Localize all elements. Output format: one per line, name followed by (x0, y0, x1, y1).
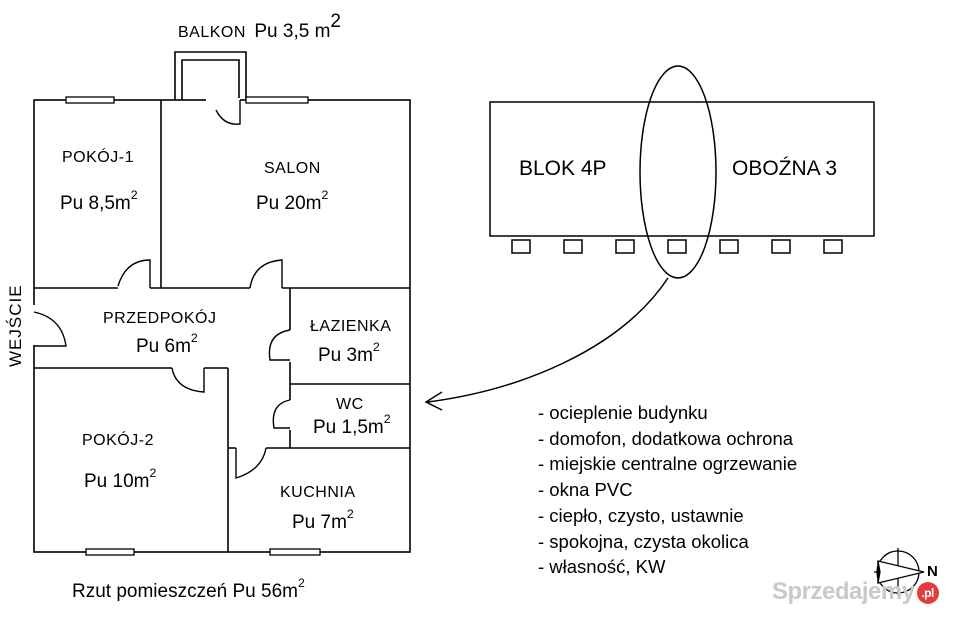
balcony-outline (174, 51, 247, 100)
entrance-stub (511, 239, 531, 254)
area-unit-sup: 2 (383, 412, 391, 427)
door-balcony (215, 100, 241, 125)
highlight-ellipse (639, 65, 717, 279)
room-area-przedpokoj: Pu 6m2 (136, 331, 198, 357)
area-unit-sup: 2 (298, 576, 305, 591)
door-salon (249, 259, 283, 289)
door-entrance (33, 311, 67, 347)
door-bathroom (268, 329, 291, 361)
building-outline (489, 101, 875, 237)
balcony-label: BALKON Pu 3,5 m2 (178, 12, 341, 42)
balcony-name: BALKON (178, 24, 246, 41)
room-area-pokoj1: Pu 8,5m2 (60, 188, 138, 214)
entrance-label: WEJŚCIE (6, 284, 25, 367)
feature-item: - ocieplenie budynku (538, 402, 708, 423)
window (65, 96, 115, 104)
compass-icon (874, 548, 925, 596)
entrance-stub (667, 239, 687, 254)
window (269, 548, 321, 556)
door-room1 (117, 259, 151, 288)
floor-plan-caption: Rzut pomieszczeń Pu 56m2 (72, 576, 305, 602)
window (85, 548, 135, 556)
door-swings (33, 100, 291, 479)
door-openings (32, 98, 292, 450)
feature-item: - domofon, dodatkowa ochrona (538, 427, 794, 449)
area-unit-sup: 2 (149, 466, 157, 481)
door-kitchen (235, 447, 267, 479)
building-label-left: BLOK 4P (519, 157, 607, 180)
room-name-wc: WC (336, 396, 364, 413)
entrance-stub (563, 239, 583, 254)
room-area-wc: Pu 1,5m2 (313, 412, 391, 438)
entrance-stub (615, 239, 635, 254)
room-name-przedpokoj: PRZEDPOKÓJ (103, 310, 217, 327)
window (245, 96, 309, 104)
building-label-right: OBOŹNA 3 (732, 157, 838, 180)
room-name-pokoj1: POKÓJ-1 (62, 149, 134, 166)
balcony-inner-outline (181, 59, 240, 100)
compass-north-label: N (927, 563, 938, 580)
feature-item: - miejskie centralne ogrzewanie (538, 453, 798, 475)
area-unit-sup: 2 (372, 340, 380, 355)
room-area-kuchnia: Pu 7m2 (292, 507, 354, 533)
room-name-pokoj2: POKÓJ-2 (82, 432, 154, 449)
entrance-stub (771, 239, 791, 254)
arrow-head (424, 391, 443, 411)
area-unit-sup: 2 (346, 507, 354, 522)
feature-item: - okna PVC (538, 479, 633, 501)
building-block (424, 65, 875, 411)
balcony-area: Pu 3,5 m (254, 21, 331, 42)
feature-item: - ciepło, czysto, ustawnie (538, 504, 744, 526)
area-unit-sup: 2 (330, 10, 341, 32)
windows (65, 96, 321, 556)
room-name-lazienka: ŁAZIENKA (310, 318, 392, 335)
watermark-logo: Sprzedajemy.pl (772, 578, 939, 606)
watermark-badge: .pl (916, 582, 939, 604)
door-wc (272, 399, 291, 429)
room-area-lazienka: Pu 3m2 (318, 340, 380, 366)
room-area-salon: Pu 20m2 (256, 188, 329, 214)
pointer-arrow (427, 277, 669, 403)
room-name-salon: SALON (264, 160, 321, 177)
feature-item: - spokojna, czysta okolica (538, 530, 749, 552)
features-list: - ocieplenie budynku - domofon, dodatkow… (538, 400, 797, 580)
entrance-stub (719, 239, 739, 254)
room-name-kuchnia: KUCHNIA (280, 484, 356, 501)
watermark-text: Sprzedajemy (772, 578, 915, 605)
entrance-stub (823, 239, 843, 254)
feature-item: - własność, KW (538, 556, 666, 578)
area-unit-sup: 2 (190, 331, 198, 346)
area-unit-sup: 2 (321, 188, 329, 203)
room-area-pokoj2: Pu 10m2 (84, 466, 157, 492)
door-room2 (171, 367, 205, 393)
area-unit-sup: 2 (130, 188, 138, 203)
